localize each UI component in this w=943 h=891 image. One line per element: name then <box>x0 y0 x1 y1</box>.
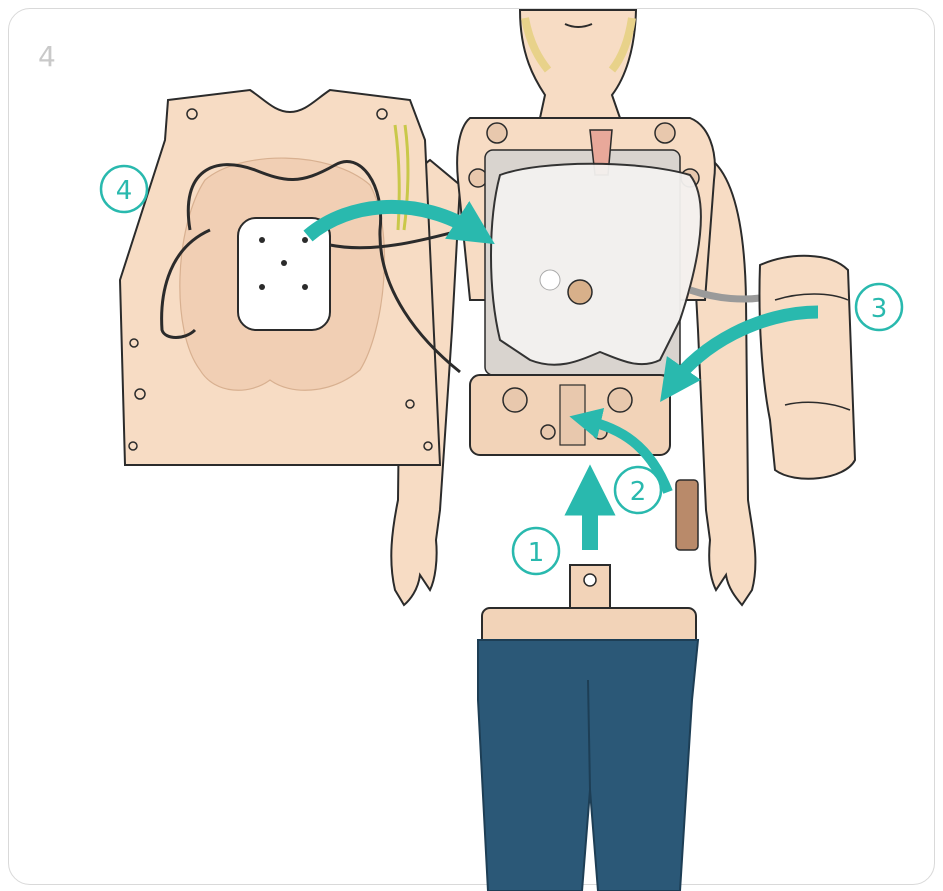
svg-text:4: 4 <box>116 176 133 206</box>
callout-1: 1 <box>513 528 559 574</box>
pelvis-connector-part <box>676 480 698 550</box>
side-module-part <box>759 256 855 479</box>
manikin-head <box>520 10 636 118</box>
legs-pelvis-part <box>478 565 698 891</box>
callout-2: 2 <box>615 467 661 513</box>
svg-text:3: 3 <box>871 294 888 324</box>
callout-4: 4 <box>101 166 147 212</box>
chest-skin-part <box>120 90 470 465</box>
callout-3: 3 <box>856 284 902 330</box>
svg-text:2: 2 <box>630 477 647 507</box>
svg-text:1: 1 <box>528 538 545 568</box>
